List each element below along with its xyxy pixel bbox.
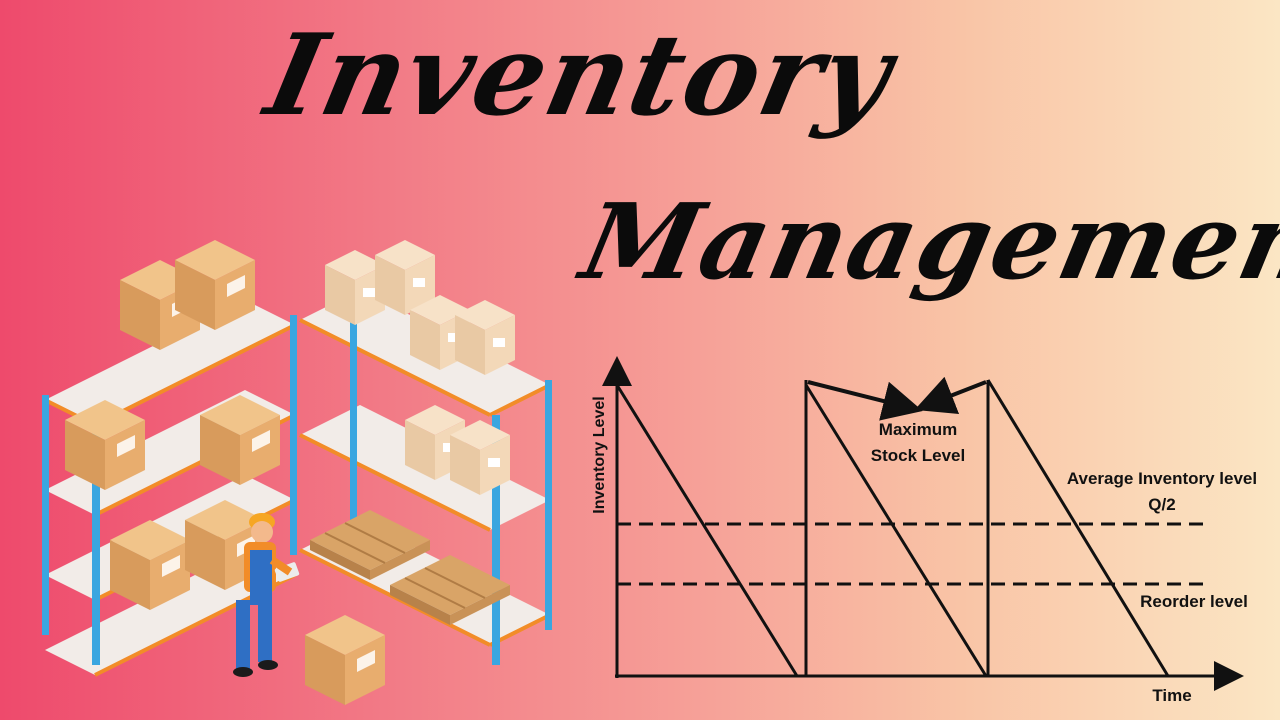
decline-segment-1 [615, 384, 799, 677]
average-inventory-formula: Q/2 [1148, 495, 1175, 514]
y-axis-label: Inventory Level [591, 396, 608, 513]
max-stock-pointer-right [914, 376, 987, 414]
right-shelf-unit [299, 240, 552, 665]
x-axis-label: Time [1152, 686, 1191, 705]
decline-segment-3 [986, 379, 1170, 677]
reorder-level-label: Reorder level [1140, 592, 1248, 611]
left-shelf-unit [42, 240, 297, 677]
warehouse-worker [233, 513, 300, 677]
inventory-sawtooth-series [615, 379, 1170, 677]
max-stock-pointer-left [807, 380, 923, 421]
warehouse-illustration [42, 240, 552, 705]
decline-segment-2 [804, 384, 988, 677]
max-stock-label-line2: Stock Level [871, 446, 966, 465]
max-stock-label-line1: Maximum [879, 420, 957, 439]
average-inventory-label: Average Inventory level [1067, 469, 1257, 488]
